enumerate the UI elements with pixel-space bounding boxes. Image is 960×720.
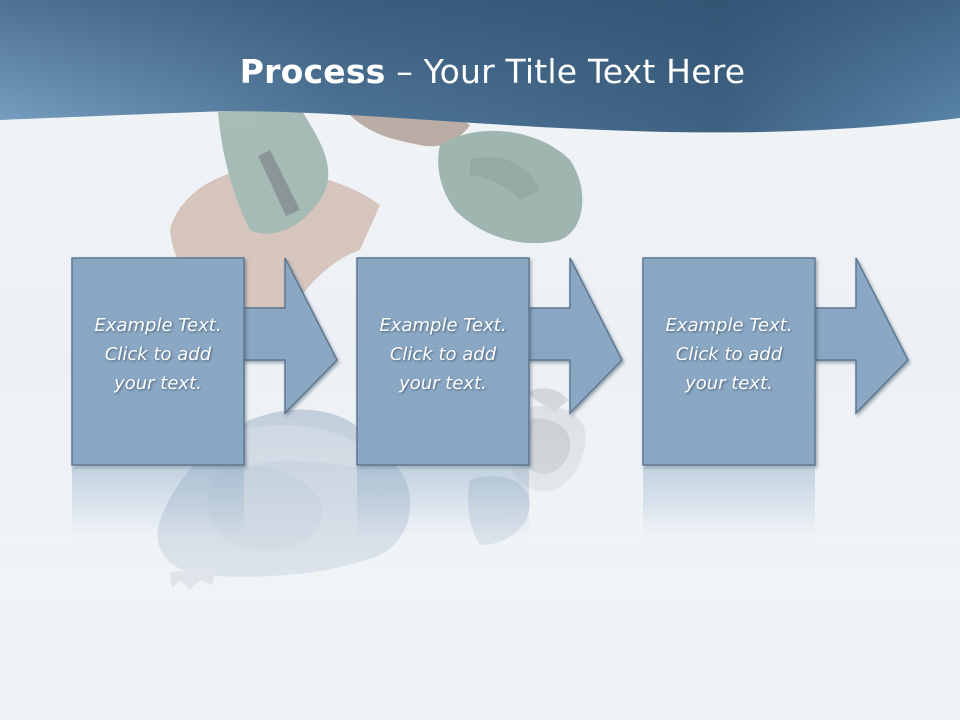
step-text-line: Example Text.	[94, 315, 222, 336]
step-text-line: your text.	[399, 373, 487, 394]
step-text-line: your text.	[114, 373, 202, 394]
step-text-line: Example Text.	[665, 315, 793, 336]
step-reflection	[643, 467, 815, 537]
step-text-line: Click to add	[104, 344, 212, 365]
step-box	[356, 257, 530, 466]
step-box	[642, 257, 816, 466]
slide-title[interactable]: Process – Your Title Text Here	[0, 52, 960, 91]
arrow-right-icon	[242, 257, 338, 415]
step-reflection	[72, 467, 244, 537]
arrow-right-icon	[527, 257, 623, 415]
title-strong: Process	[239, 52, 386, 91]
step-reflection	[357, 467, 529, 537]
process-step-3[interactable]	[642, 257, 909, 537]
step-1-text[interactable]: Example Text. Click to add your text.	[71, 311, 245, 398]
process-step-1[interactable]	[71, 257, 338, 537]
step-text-line: Click to add	[675, 344, 783, 365]
step-2-text[interactable]: Example Text. Click to add your text.	[356, 311, 530, 398]
process-step-2[interactable]	[356, 257, 623, 537]
step-box	[71, 257, 245, 466]
step-3-text[interactable]: Example Text. Click to add your text.	[642, 311, 816, 398]
arrow-right-icon	[813, 257, 909, 415]
step-text-line: your text.	[685, 373, 773, 394]
header-band	[0, 0, 960, 133]
step-text-line: Click to add	[389, 344, 497, 365]
title-rest: – Your Title Text Here	[385, 52, 746, 91]
step-text-line: Example Text.	[379, 315, 507, 336]
